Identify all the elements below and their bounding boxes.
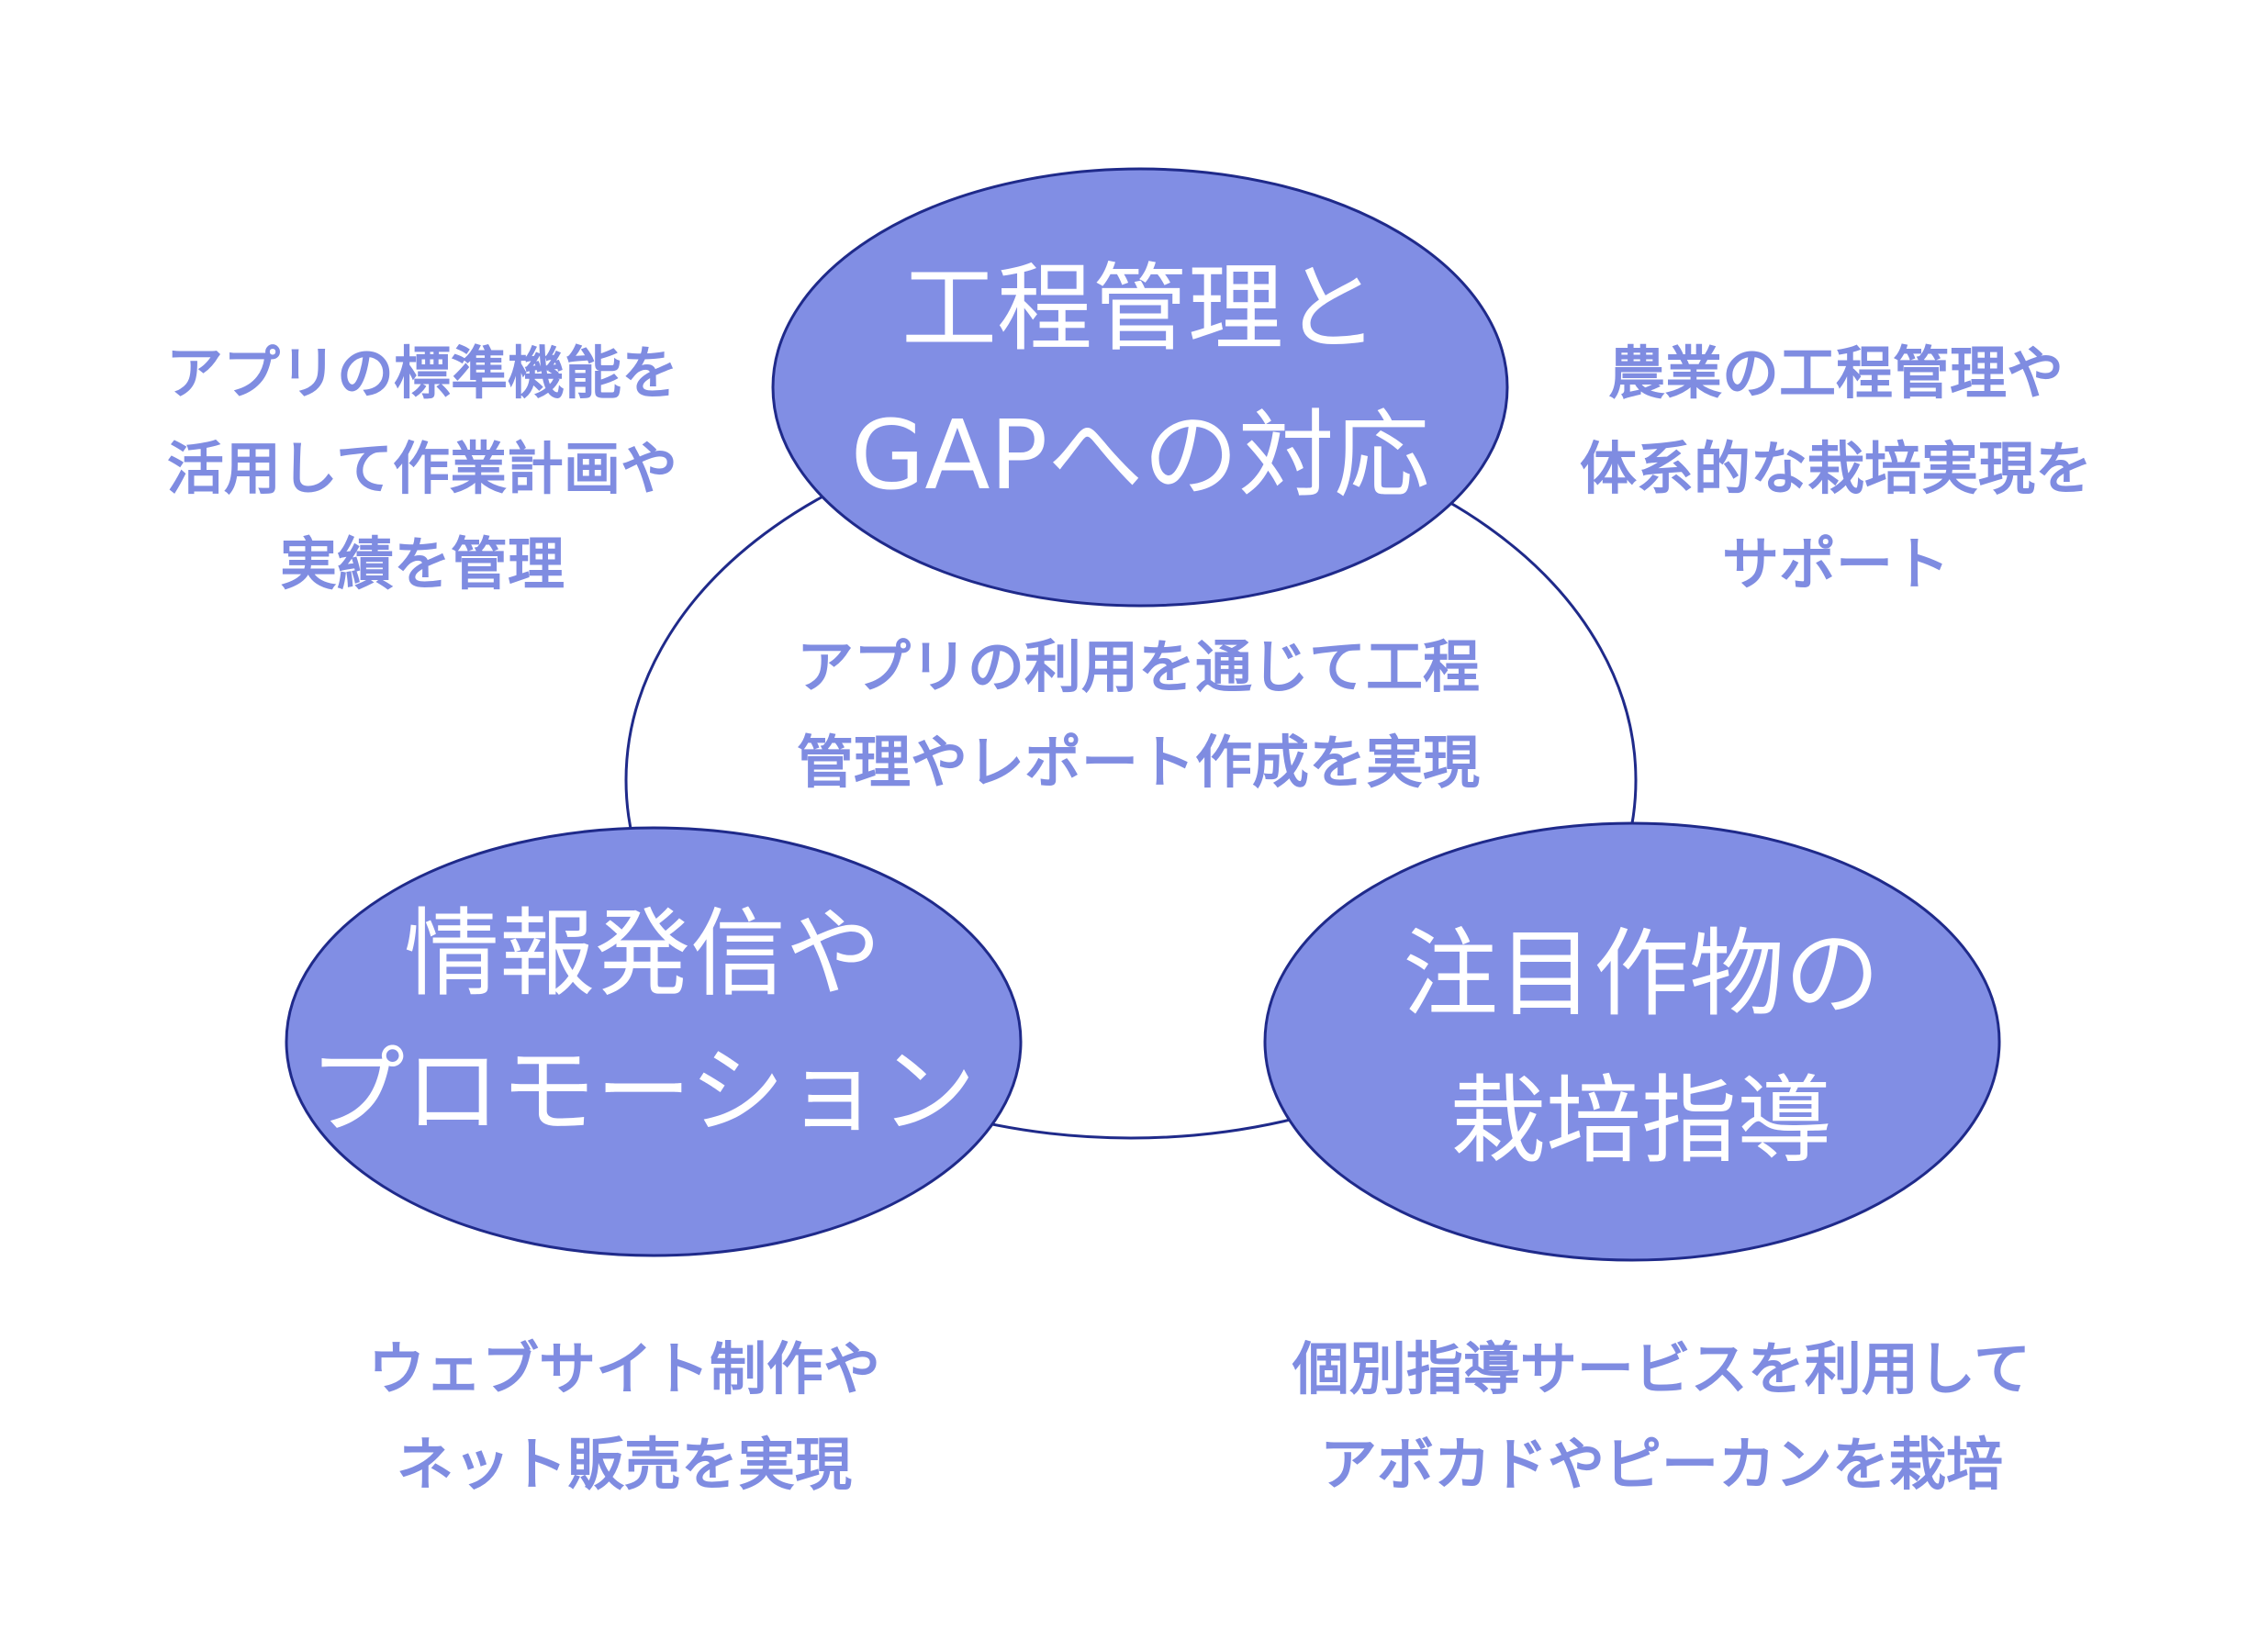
bubble-process-management: 工程管理と GAPへの対応 (771, 167, 1509, 608)
note-bottom-right: 個別指導サービスを利用して アボカドやピーカンを栽培 (1221, 1322, 2102, 1512)
bubble-process-management-shape (771, 167, 1509, 608)
note-bottom-left-line2: ネット販売を実現 (396, 1431, 852, 1498)
note-top-right-line3: サポート (1721, 530, 1950, 597)
note-top-right-line1: 農業の工程管理や (1607, 340, 2064, 407)
bubble-promotion: 情報発信や プロモーション (285, 826, 1023, 1257)
bubble-crop-guidance-shape (1263, 821, 2001, 1262)
note-top-left: アプリの標準機能を 活用して作業計画や 実績を管理 (64, 326, 780, 612)
note-bottom-left: ウェブサイト制作や ネット販売を実現 (275, 1322, 973, 1512)
note-center: アプリの利用を通じて工程 管理やレポート作成を実現 (716, 620, 1561, 810)
note-top-left-line2: 活用して作業計画や (166, 435, 678, 502)
bubble-crop-guidance: 注目作物の 栽培指導 (1263, 821, 2001, 1262)
note-bottom-left-line1: ウェブサイト制作や (367, 1335, 880, 1402)
bubble-process-management-line2: GAPへの対応 (851, 399, 1429, 511)
bubble-promotion-line2: プロモーション (309, 1035, 976, 1147)
note-top-right: 農業の工程管理や 体系的な栽培実現を サポート (1469, 326, 2203, 612)
note-center-line1: アプリの利用を通じて工程 (796, 633, 1480, 700)
note-top-left-line3: 実績を管理 (279, 530, 565, 597)
bubble-crop-guidance-line1: 注目作物の (1403, 918, 1880, 1030)
note-center-line2: 管理やレポート作成を実現 (796, 729, 1480, 796)
note-bottom-right-line2: アボカドやピーカンを栽培 (1319, 1431, 2003, 1498)
note-top-right-line2: 体系的な栽培実現を (1579, 435, 2092, 502)
bubble-promotion-line1: 情報発信や (404, 898, 881, 1010)
note-top-left-line1: アプリの標準機能を (165, 340, 678, 407)
bubble-crop-guidance-line2: 栽培指導 (1450, 1065, 1832, 1177)
bubble-promotion-shape (285, 826, 1023, 1257)
bubble-process-management-line1: 工程管理と (901, 252, 1379, 364)
note-bottom-right-line1: 個別指導サービスを利用して (1292, 1335, 2031, 1402)
